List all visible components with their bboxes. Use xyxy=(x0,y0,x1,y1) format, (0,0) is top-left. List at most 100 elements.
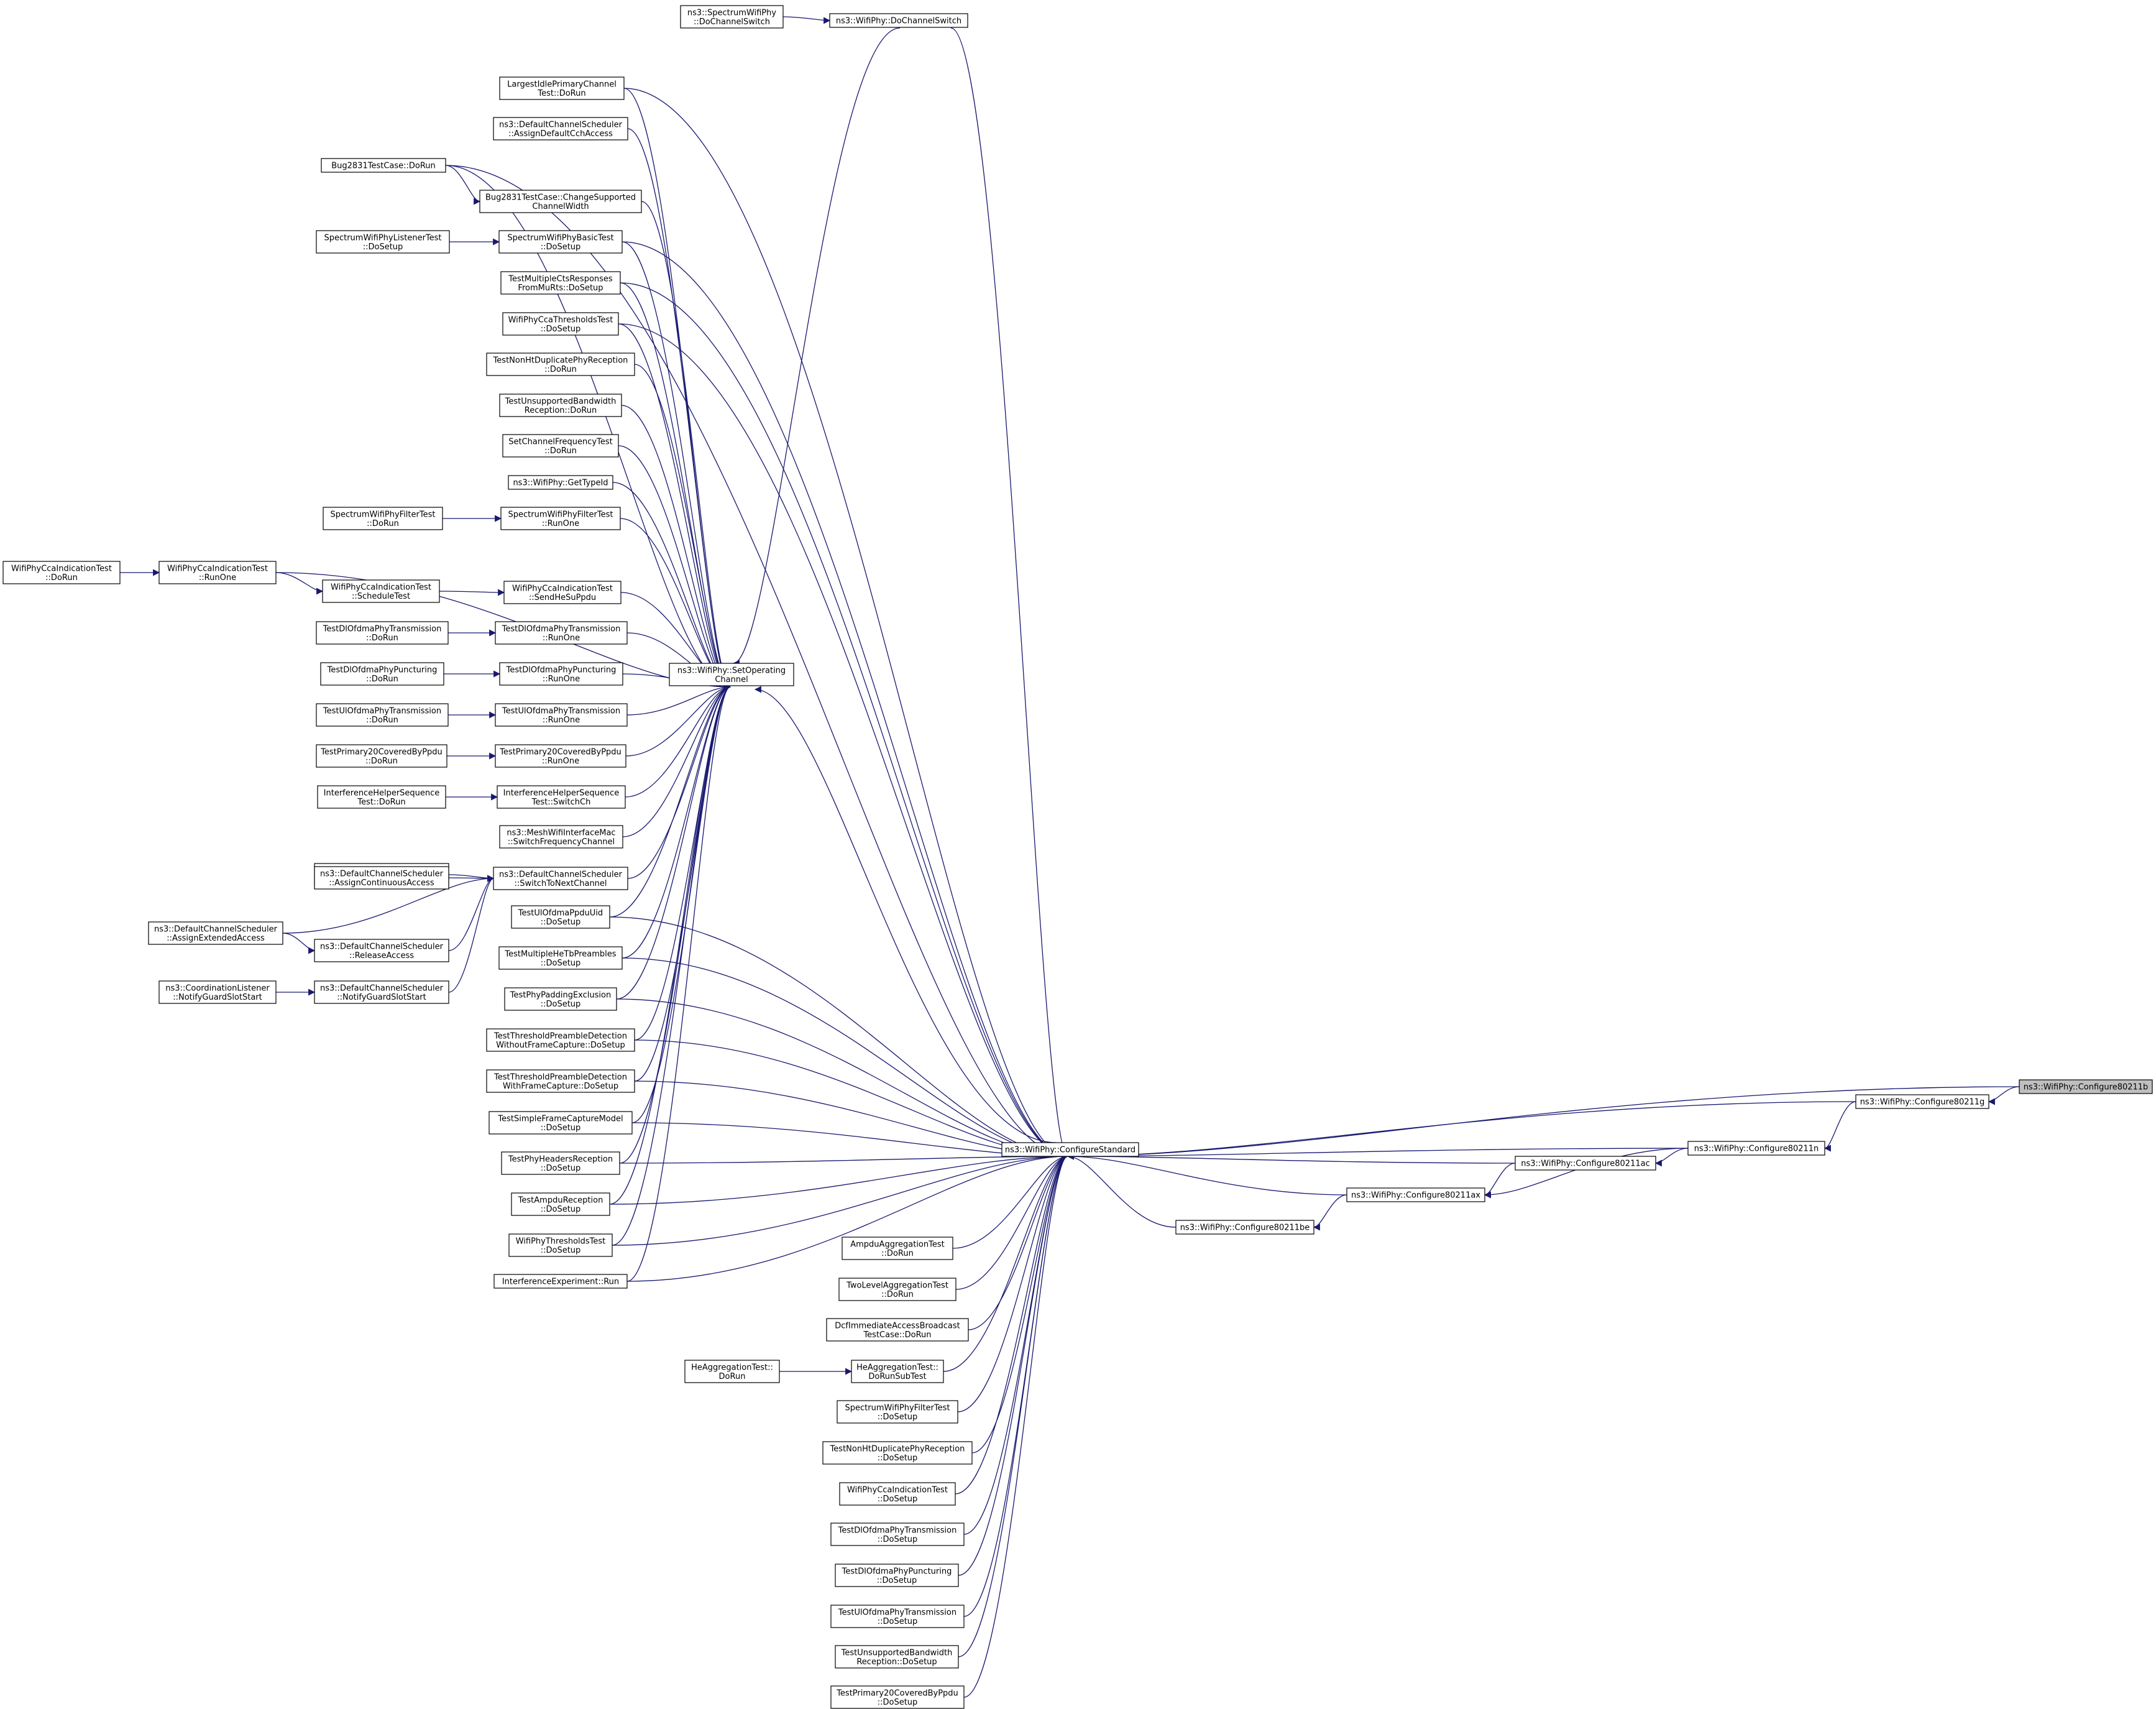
node-simple-capture[interactable]: TestSimpleFrameCaptureModel::DoSetup xyxy=(489,1111,633,1135)
node-p20-run-one[interactable]: TestPrimary20CoveredByPpdu::RunOne xyxy=(495,744,626,768)
edge-multi-cts-to-configure-standard xyxy=(620,282,1069,1160)
node-set-chan-freq[interactable]: SetChannelFrequencyTest::DoRun xyxy=(502,434,619,458)
node-dcf-broadcast[interactable]: DcfImmediateAccessBroadcastTestCase::DoR… xyxy=(826,1318,969,1342)
node-listener-setup[interactable]: SpectrumWifiPhyListenerTest::DoSetup xyxy=(316,230,450,254)
node-ul-tx-setup[interactable]: TestUlOfdmaPhyTransmission::DoSetup xyxy=(830,1605,965,1628)
node-dl-punc-do-run[interactable]: TestDlOfdmaPhyPuncturing::DoRun xyxy=(320,662,444,686)
node-label-line: AmpduAggregationTest xyxy=(850,1240,944,1249)
node-p20-setup[interactable]: TestPrimary20CoveredByPpdu::DoSetup xyxy=(830,1685,965,1709)
node-ampdu-agg[interactable]: AmpduAggregationTest::DoRun xyxy=(842,1237,953,1260)
node-assign-cont[interactable]: ns3::DefaultChannelScheduler::AssignCont… xyxy=(314,866,449,890)
node-label-line: TestThresholdPreambleDetection xyxy=(493,1072,627,1082)
node-cca-ind-do-run[interactable]: WifiPhyCcaIndicationTest::DoRun xyxy=(2,561,121,584)
node-do-channel-switch[interactable]: ns3::WifiPhy::DoChannelSwitch xyxy=(829,13,968,28)
node-label-line: ::DoRun xyxy=(45,573,78,583)
node-thresh-without[interactable]: TestThresholdPreambleDetectionWithoutFra… xyxy=(486,1028,635,1052)
node-box xyxy=(316,703,449,727)
node-configure80211n[interactable]: ns3::WifiPhy::Configure80211n xyxy=(1687,1141,1825,1156)
node-he-agg-do-run[interactable]: HeAggregationTest::DoRun xyxy=(684,1360,780,1383)
node-configure80211ac[interactable]: ns3::WifiPhy::Configure80211ac xyxy=(1515,1156,1656,1171)
node-assign-ext[interactable]: ns3::DefaultChannelScheduler::AssignExte… xyxy=(148,921,283,945)
node-configure80211be[interactable]: ns3::WifiPhy::Configure80211be xyxy=(1175,1220,1314,1235)
node-label-line: ::DoSetup xyxy=(541,1123,581,1133)
node-configure-standard[interactable]: ns3::WifiPhy::ConfigureStandard xyxy=(1001,1142,1139,1157)
node-box xyxy=(316,621,449,645)
node-ul-tx-run-one[interactable]: TestUlOfdmaPhyTransmission::RunOne xyxy=(495,703,628,727)
node-cca-ind-setup[interactable]: WifiPhyCcaIndicationTest::DoSetup xyxy=(839,1482,956,1506)
edge-ul-tx-run-one-to-set-op-channel xyxy=(626,683,732,716)
edge-filter-run-one-to-set-op-channel xyxy=(620,518,732,691)
node-box xyxy=(499,662,623,686)
edge-configure80211g-to-configure-standard xyxy=(1067,1101,1856,1160)
edge-basic-setup-to-set-op-channel xyxy=(622,241,732,691)
node-box xyxy=(314,980,449,1004)
node-label-line: ns3::WifiPhy::Configure80211b xyxy=(2024,1083,2149,1092)
node-release-access[interactable]: ns3::DefaultChannelScheduler::ReleaseAcc… xyxy=(314,939,449,962)
node-multi-he-tb[interactable]: TestMultipleHeTbPreambles::DoSetup xyxy=(498,946,623,970)
node-filter-setup[interactable]: SpectrumWifiPhyFilterTest::DoSetup xyxy=(837,1400,958,1424)
node-spectrum-do-channel-switch[interactable]: ns3::SpectrumWifiPhy::DoChannelSwitch xyxy=(680,5,784,29)
node-get-type-id[interactable]: ns3::WifiPhy::GetTypeId xyxy=(508,475,613,490)
node-thresh-with[interactable]: TestThresholdPreambleDetectionWithFrameC… xyxy=(486,1069,635,1093)
node-configure80211g[interactable]: ns3::WifiPhy::Configure80211g xyxy=(1855,1094,1989,1109)
node-box xyxy=(493,1274,628,1289)
node-coord-listener[interactable]: ns3::CoordinationListener::NotifyGuardSl… xyxy=(158,980,277,1004)
node-dl-punc-run-one[interactable]: TestDlOfdmaPhyPuncturing::RunOne xyxy=(499,662,623,686)
node-dl-tx-do-run[interactable]: TestDlOfdmaPhyTransmission::DoRun xyxy=(316,621,449,645)
node-box xyxy=(486,352,635,376)
node-label-line: ns3::DefaultChannelScheduler xyxy=(499,870,623,879)
node-configure80211b[interactable]: ns3::WifiPhy::Configure80211b xyxy=(2019,1079,2153,1094)
node-label-line: ::NotifyGuardSlotStart xyxy=(173,993,262,1002)
node-p20-do-run[interactable]: TestPrimary20CoveredByPpdu::DoRun xyxy=(316,744,447,768)
node-cca-ind-run-one[interactable]: WifiPhyCcaIndicationTest::RunOne xyxy=(158,561,277,584)
node-configure80211ax[interactable]: ns3::WifiPhy::Configure80211ax xyxy=(1346,1187,1485,1202)
node-switch-next[interactable]: ns3::DefaultChannelScheduler::SwitchToNe… xyxy=(493,867,628,890)
node-bug2831-do-run[interactable]: Bug2831TestCase::DoRun xyxy=(321,158,446,173)
node-box xyxy=(495,621,628,645)
node-cca-ind-sched[interactable]: WifiPhyCcaIndicationTest::ScheduleTest xyxy=(322,579,440,603)
node-dl-tx-run-one[interactable]: TestDlOfdmaPhyTransmission::RunOne xyxy=(495,621,628,645)
node-label-line: ::SendHeSuPpdu xyxy=(529,593,596,602)
node-interf-exp[interactable]: InterferenceExperiment::Run xyxy=(493,1274,628,1289)
node-label-line: Channel xyxy=(715,675,748,684)
node-notify-guard[interactable]: ns3::DefaultChannelScheduler::NotifyGuar… xyxy=(314,980,449,1004)
node-bug2831-change[interactable]: Bug2831TestCase::ChangeSupportedChannelW… xyxy=(479,190,642,213)
node-filter-do-run[interactable]: SpectrumWifiPhyFilterTest::DoRun xyxy=(323,507,443,530)
node-non-ht-dup-setup[interactable]: TestNonHtDuplicatePhyReception::DoSetup xyxy=(822,1441,973,1465)
node-phy-padding[interactable]: TestPhyPaddingExclusion::DoSetup xyxy=(504,987,617,1011)
node-box xyxy=(321,158,446,173)
node-ampdu-rx[interactable]: TestAmpduReception::DoSetup xyxy=(511,1192,610,1216)
node-multi-cts[interactable]: TestMultipleCtsResponsesFromMuRts::DoSet… xyxy=(500,271,621,295)
edge-phy-padding-to-configure-standard xyxy=(616,998,1069,1160)
node-cca-thresh[interactable]: WifiPhyCcaThresholdsTest::DoSetup xyxy=(502,312,619,336)
node-assign-default-cch[interactable]: ns3::DefaultChannelScheduler::AssignDefa… xyxy=(493,117,628,140)
node-basic-setup[interactable]: SpectrumWifiPhyBasicTest::DoSetup xyxy=(498,230,623,254)
node-two-level-agg[interactable]: TwoLevelAggregationTest::DoRun xyxy=(838,1278,956,1301)
node-cca-ind-send[interactable]: WifiPhyCcaIndicationTest::SendHeSuPpdu xyxy=(503,581,622,604)
node-box xyxy=(495,703,628,727)
node-label-line: DoRun xyxy=(719,1372,746,1381)
node-label-line: TestMultipleHeTbPreambles xyxy=(504,949,616,959)
edge-unsupported-setup-to-configure-standard xyxy=(958,1153,1069,1657)
edge-ampdu-rx-to-configure-standard xyxy=(609,1153,1069,1205)
node-box xyxy=(508,475,613,490)
node-ul-ppdu-uid[interactable]: TestUlOfdmaPpduUid::DoSetup xyxy=(511,905,610,929)
node-label-line: ns3::DefaultChannelScheduler xyxy=(320,942,444,951)
node-ul-tx-do-run[interactable]: TestUlOfdmaPhyTransmission::DoRun xyxy=(316,703,449,727)
node-unsupported-setup[interactable]: TestUnsupportedBandwidthReception::DoSet… xyxy=(835,1645,959,1669)
node-mesh-switch[interactable]: ns3::MeshWifiInterfaceMac::SwitchFrequen… xyxy=(499,825,623,849)
node-he-agg-sub[interactable]: HeAggregationTest::DoRunSubTest xyxy=(851,1360,944,1383)
node-phy-headers[interactable]: TestPhyHeadersReception::DoSetup xyxy=(501,1151,620,1175)
node-non-ht-dup-run[interactable]: TestNonHtDuplicatePhyReception::DoRun xyxy=(486,352,635,376)
node-label-line: HeAggregationTest:: xyxy=(691,1363,773,1372)
node-dl-tx-setup[interactable]: TestDlOfdmaPhyTransmission::DoSetup xyxy=(830,1522,965,1546)
node-filter-run-one[interactable]: SpectrumWifiPhyFilterTest::RunOne xyxy=(500,507,621,530)
node-label-line: ::DoSetup xyxy=(541,1246,581,1255)
node-phy-thresh[interactable]: WifiPhyThresholdsTest::DoSetup xyxy=(508,1233,613,1257)
node-dl-punc-setup[interactable]: TestDlOfdmaPhyPuncturing::DoSetup xyxy=(835,1564,959,1587)
